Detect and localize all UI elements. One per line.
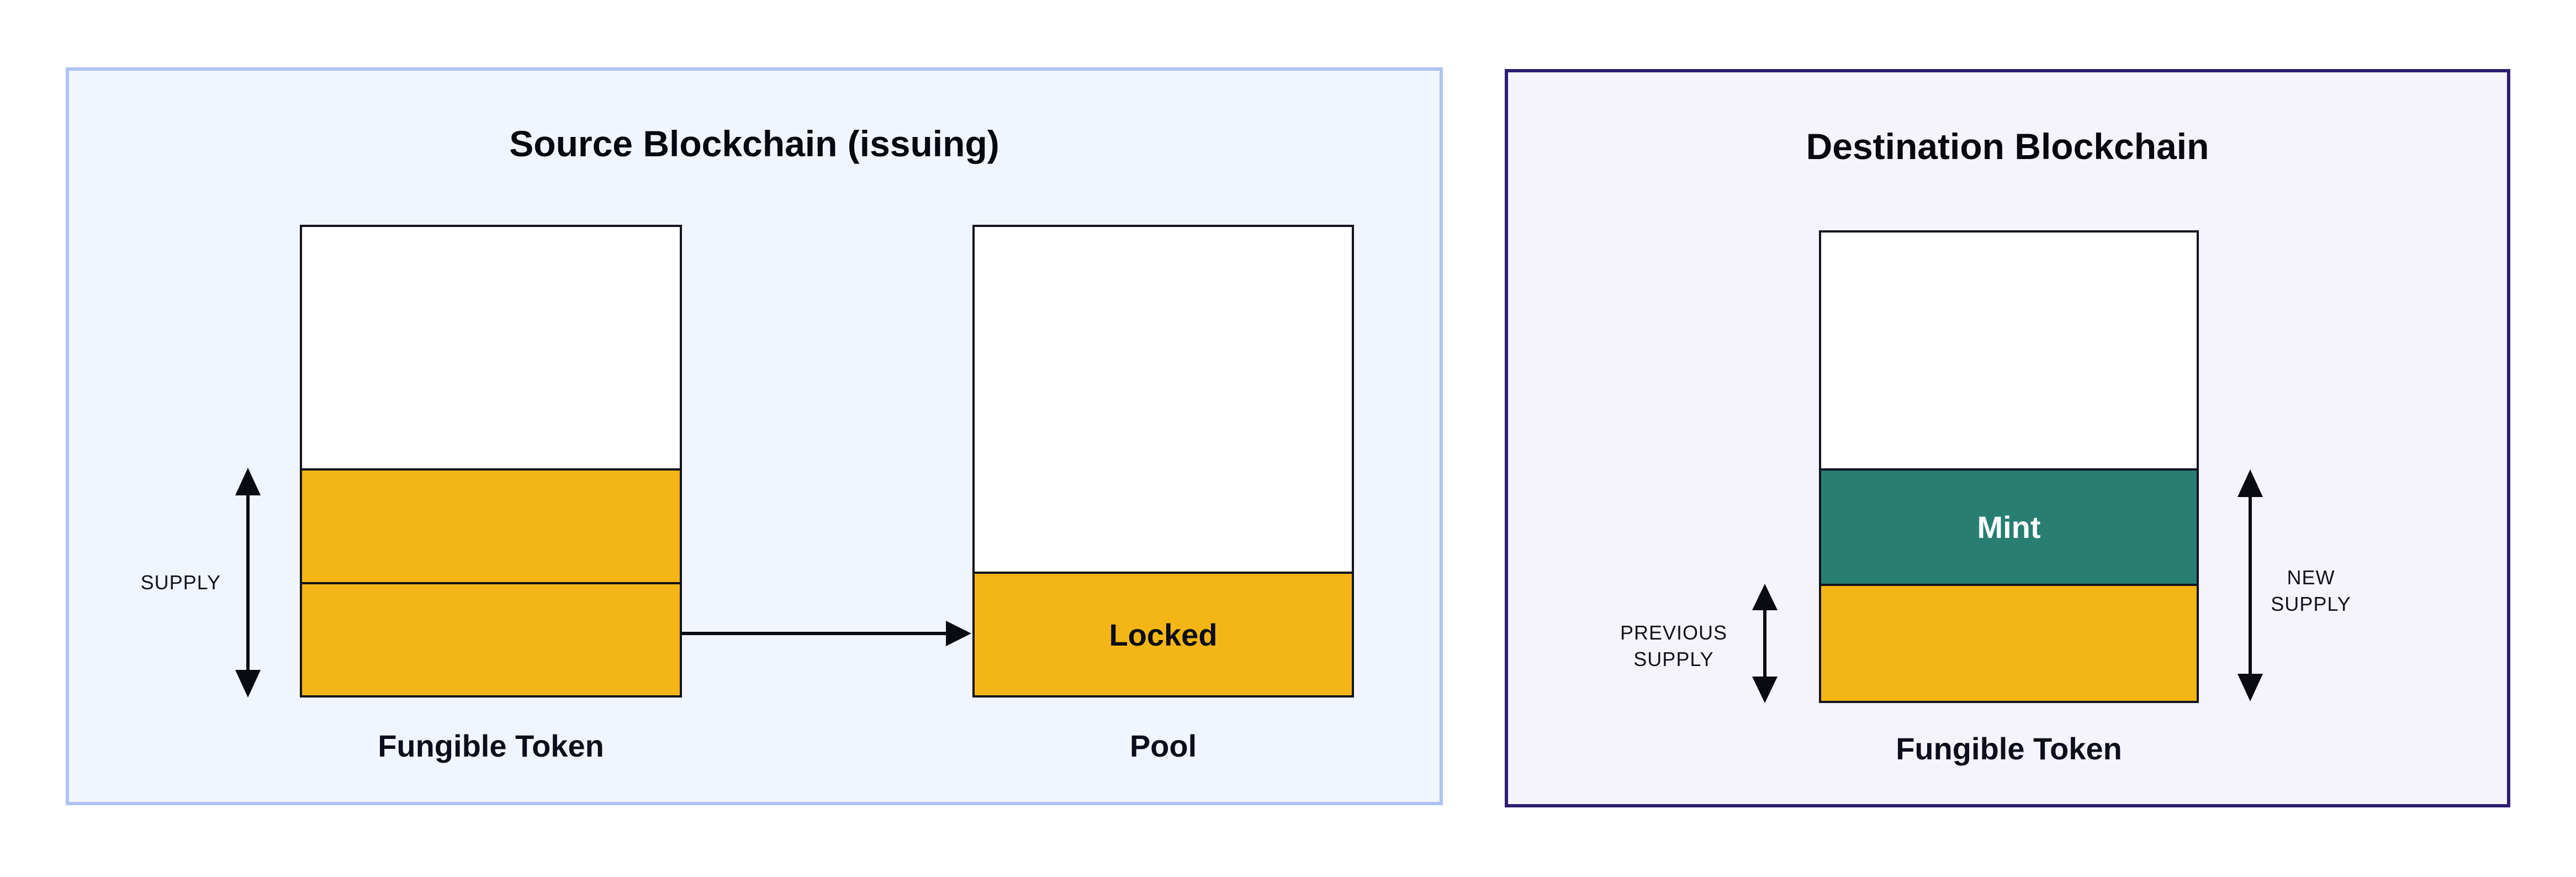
previous-supply-label: PREVIOUS SUPPLY xyxy=(1596,620,1751,673)
destination-fungible-token-box: Mint xyxy=(1819,230,2199,703)
mint-segment-label: Mint xyxy=(1977,510,2041,545)
lock-transfer-arrow-icon xyxy=(682,621,971,646)
locked-segment-label: Locked xyxy=(1109,617,1218,652)
source-panel-title: Source Blockchain (issuing) xyxy=(509,123,999,164)
pool-empty-segment xyxy=(975,227,1352,572)
pool-locked-segment: Locked xyxy=(975,572,1352,695)
source-token-supply-lower-segment xyxy=(302,582,680,695)
source-fungible-token-box xyxy=(300,225,682,698)
source-token-unissued-segment xyxy=(302,227,680,468)
destination-token-previous-supply-segment xyxy=(1821,584,2197,701)
destination-token-mint-segment: Mint xyxy=(1821,468,2197,584)
supply-range-arrow-icon xyxy=(235,468,261,698)
new-supply-range-arrow-icon xyxy=(2238,469,2263,701)
new-supply-label-line2: SUPPLY xyxy=(2271,593,2351,615)
source-token-supply-upper-segment xyxy=(302,468,680,582)
source-pool-box: Locked xyxy=(972,225,1354,698)
new-supply-label-line1: NEW xyxy=(2287,566,2335,589)
source-blockchain-panel: Source Blockchain (issuing) Fungible Tok… xyxy=(66,67,1443,805)
source-token-caption: Fungible Token xyxy=(378,728,604,763)
destination-token-caption: Fungible Token xyxy=(1896,731,2122,766)
previous-supply-label-line1: PREVIOUS xyxy=(1620,621,1728,644)
previous-supply-label-line2: SUPPLY xyxy=(1633,648,1714,670)
destination-panel-title: Destination Blockchain xyxy=(1806,126,2209,167)
new-supply-label: NEW SUPPLY xyxy=(2256,564,2366,617)
pool-caption: Pool xyxy=(1129,728,1197,763)
destination-token-unissued-segment xyxy=(1821,233,2197,468)
previous-supply-range-arrow-icon xyxy=(1752,584,1778,703)
supply-label: SUPPLY xyxy=(140,571,221,594)
destination-blockchain-panel: Destination Blockchain Mint Fungible Tok… xyxy=(1505,69,2510,807)
